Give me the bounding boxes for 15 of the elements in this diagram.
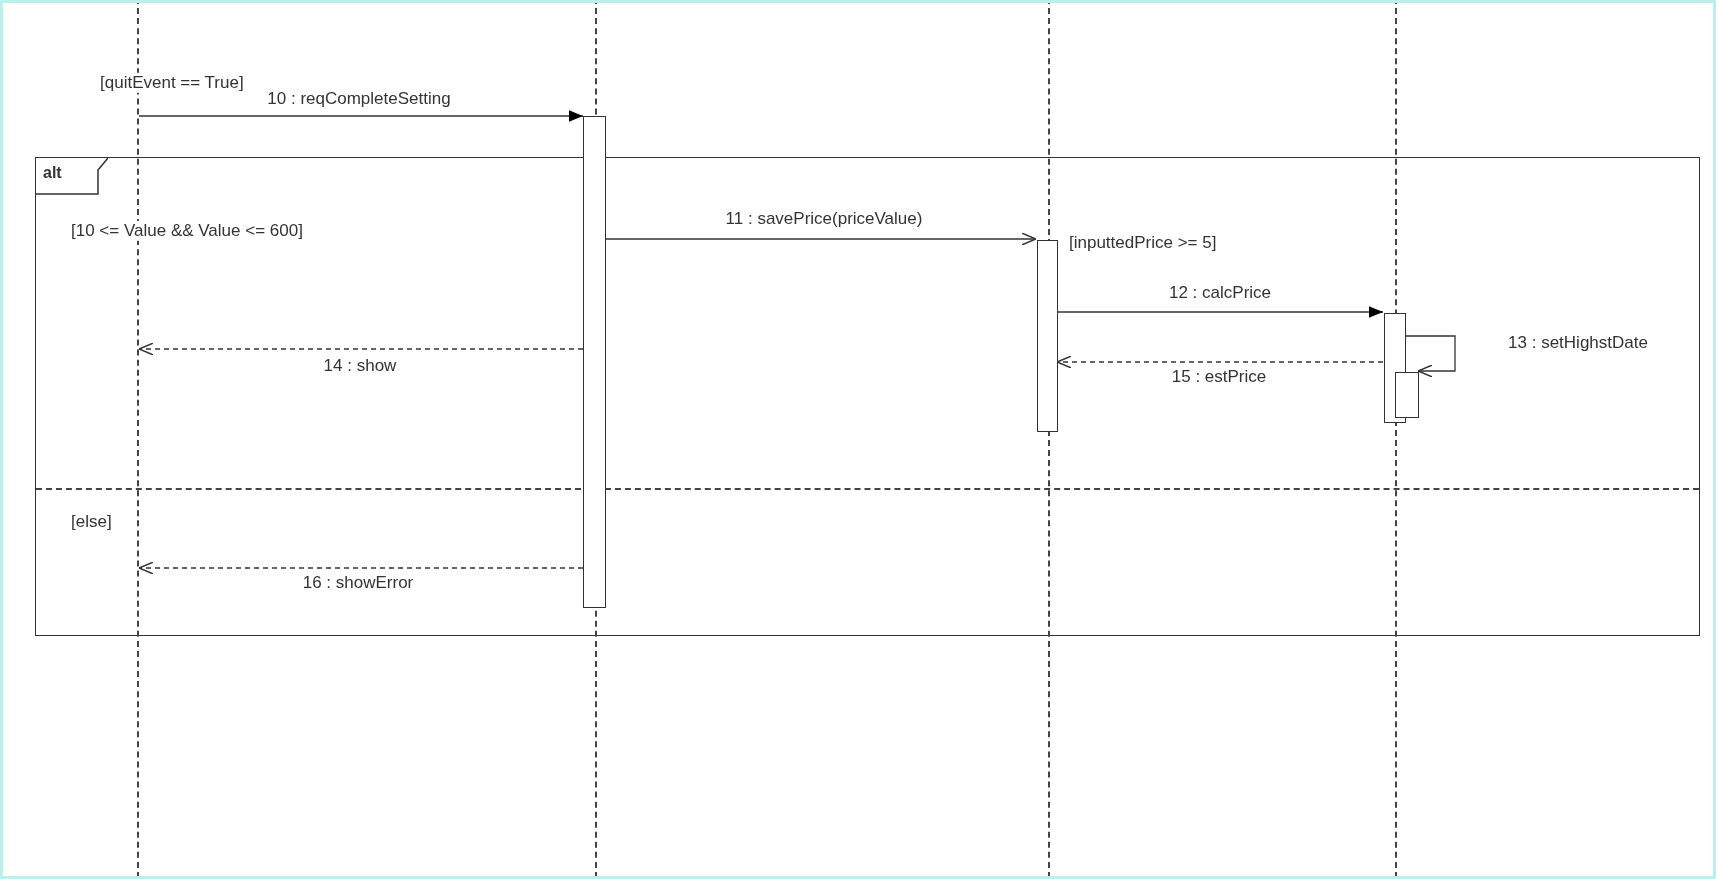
message-arrow	[1056, 355, 1384, 369]
message-arrow	[138, 342, 584, 356]
lifeline	[1048, 3, 1050, 876]
activation-bar	[1395, 372, 1419, 418]
guard-condition: [10 <= Value && Value <= 600]	[69, 220, 305, 242]
activation-bar	[583, 116, 606, 608]
message-arrow	[605, 232, 1037, 246]
message-arrow	[138, 110, 584, 122]
message-arrow	[1404, 335, 1456, 378]
activation-bar	[1037, 240, 1058, 432]
fragment-operator: alt	[43, 164, 62, 182]
lifeline	[1395, 3, 1397, 876]
guard-condition: [quitEvent == True]	[98, 72, 246, 94]
message-arrow	[138, 561, 584, 575]
message-arrow	[1056, 306, 1384, 318]
